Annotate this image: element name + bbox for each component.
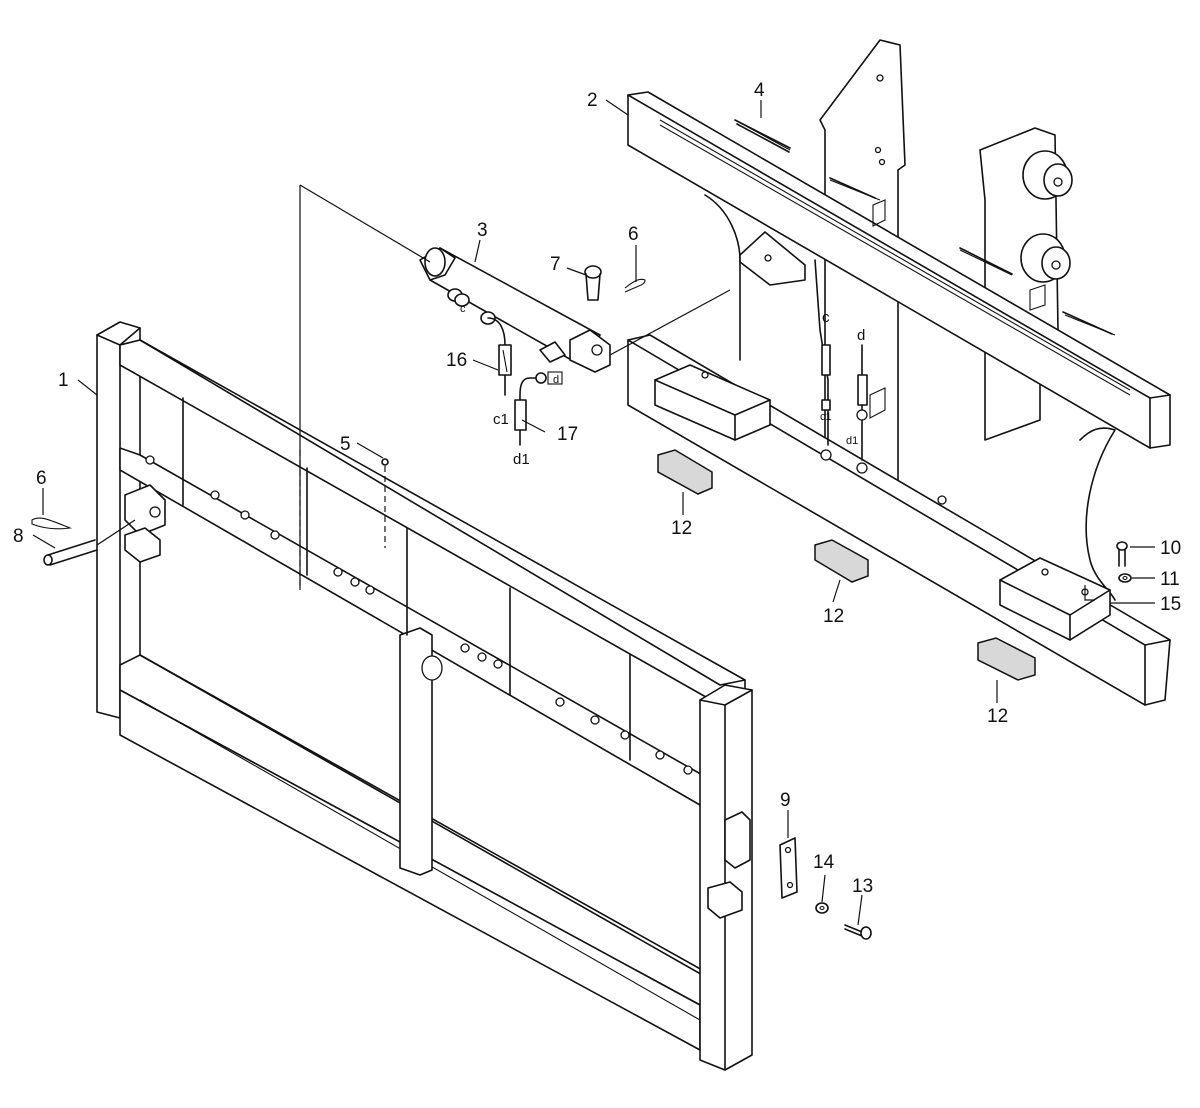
callout-10: 10 bbox=[1160, 538, 1181, 559]
callout-9: 9 bbox=[780, 790, 791, 811]
guide-block-right bbox=[999, 557, 1111, 641]
callout-13: 13 bbox=[852, 876, 873, 897]
top-bar bbox=[627, 91, 1171, 449]
callout-7: 7 bbox=[550, 254, 561, 275]
callout-16: 16 bbox=[446, 350, 467, 371]
callout-1: 1 bbox=[58, 370, 69, 391]
callout-12c: 12 bbox=[987, 706, 1008, 727]
callout-8: 8 bbox=[13, 526, 24, 547]
callout-5: 5 bbox=[340, 434, 351, 455]
callout-14: 14 bbox=[813, 852, 835, 873]
hose-label-d1-right: d1 bbox=[846, 435, 858, 447]
hose-label-c1-left: c1 bbox=[493, 411, 509, 428]
pin-7 bbox=[584, 265, 602, 301]
callout-2: 2 bbox=[587, 90, 598, 111]
hose-label-c1-right: c1 bbox=[820, 411, 832, 423]
grease-nipple-5 bbox=[381, 458, 389, 548]
guide-block-left bbox=[654, 364, 771, 441]
pad-c bbox=[977, 637, 1036, 681]
callout-6-upper: 6 bbox=[628, 224, 639, 245]
washer-14 bbox=[815, 902, 829, 914]
pin-8 bbox=[43, 519, 136, 566]
bolt-10 bbox=[1116, 541, 1128, 567]
roller-lower bbox=[1020, 233, 1071, 283]
callout-11: 11 bbox=[1160, 569, 1180, 590]
split-pin-6-upper bbox=[624, 278, 646, 293]
hose-label-d: d bbox=[857, 327, 865, 344]
hose-16 bbox=[487, 317, 512, 396]
cylinder bbox=[419, 247, 611, 373]
leader-lines bbox=[32, 99, 1155, 926]
keys bbox=[734, 119, 1113, 335]
callout-6-lower: 6 bbox=[36, 468, 47, 489]
carriage-hoses bbox=[814, 259, 868, 474]
cylinder-bracket bbox=[739, 231, 806, 286]
bolt-13 bbox=[844, 924, 872, 940]
pad-a bbox=[657, 449, 713, 495]
plate-9 bbox=[779, 837, 798, 899]
carriage-assembly bbox=[627, 39, 1171, 706]
roller-upper bbox=[1022, 150, 1073, 200]
pad-b bbox=[814, 539, 869, 583]
callout-17: 17 bbox=[557, 424, 578, 445]
port-label-c: c bbox=[460, 303, 466, 315]
callout-15: 15 bbox=[1160, 594, 1181, 615]
front-frame bbox=[96, 321, 753, 1071]
hose-label-c: c bbox=[822, 309, 830, 326]
callouts: 1 2 3 4 5 6 6 7 8 9 10 11 12 12 12 13 14… bbox=[13, 80, 1181, 897]
callout-12b: 12 bbox=[823, 606, 844, 627]
washer-11 bbox=[1118, 573, 1132, 583]
callout-12a: 12 bbox=[671, 518, 692, 539]
port-label-d: d bbox=[553, 374, 559, 386]
callout-4: 4 bbox=[754, 80, 765, 101]
hose-label-d1-left: d1 bbox=[513, 451, 530, 468]
hose-labels: c d c1 d1 c1 d1 c d bbox=[460, 303, 865, 468]
hose-17 bbox=[514, 371, 563, 446]
callout-3: 3 bbox=[477, 220, 488, 241]
split-pin-6-lower bbox=[31, 517, 73, 530]
